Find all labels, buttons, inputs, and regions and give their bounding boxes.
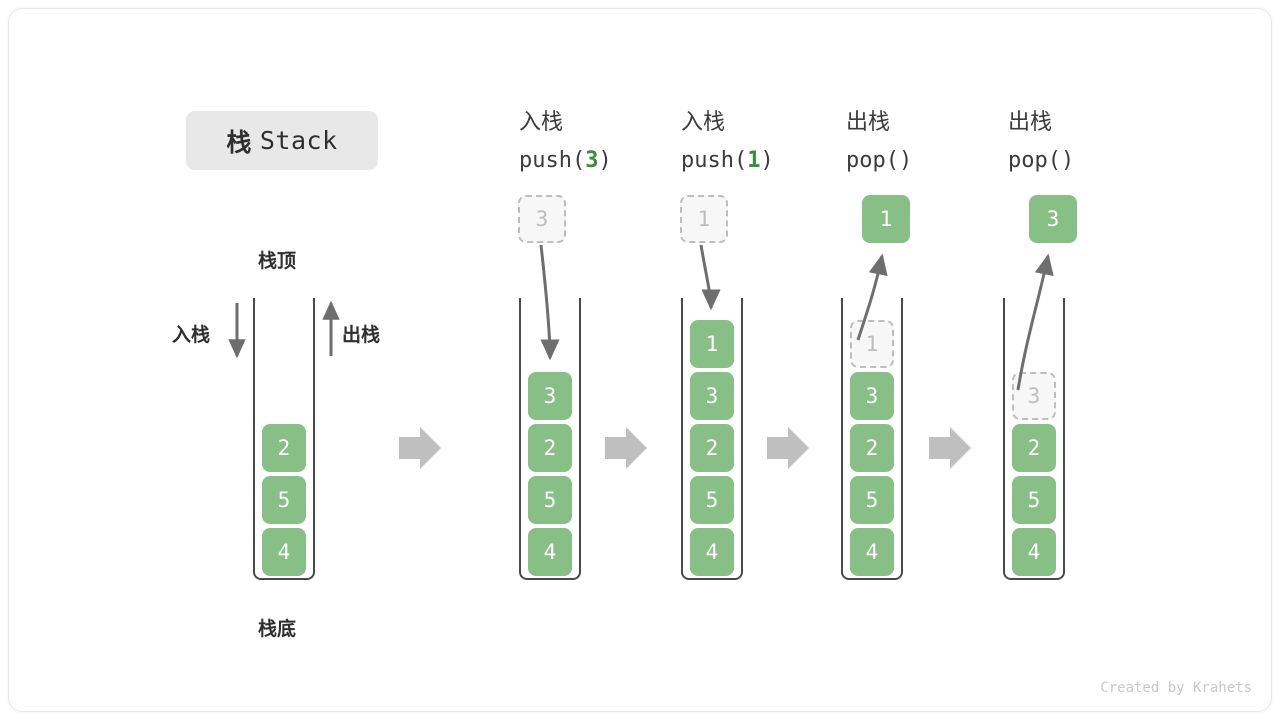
stack-tube-pop-1 [841,298,903,580]
stage-op: push( [519,148,586,173]
stack-cell: 4 [850,528,894,576]
stage-header-push-3: 入栈 push(3) [519,104,612,180]
stack-cell: 2 [850,424,894,472]
stage-arg: 3 [585,148,599,173]
stack-cell: 4 [262,528,306,576]
stage-header-line1: 入栈 [681,110,726,135]
stage-header-line1: 出栈 [846,110,891,135]
stage-close: ) [760,148,774,173]
stack-cell: 4 [1012,528,1056,576]
stage-op: push( [681,148,748,173]
stage-header-line2: pop() [1008,142,1074,180]
stack-cell: 2 [1012,424,1056,472]
stage-arg: 1 [747,148,761,173]
stack-tube-initial [253,298,315,580]
stack-cell: 5 [262,476,306,524]
diagram-title: 栈 Stack [186,111,378,170]
label-stack-top: 栈顶 [258,250,297,272]
stack-cell: 1 [690,320,734,368]
stack-cell: 2 [262,424,306,472]
label-push: 入栈 [172,324,211,346]
stack-cell: 3 [850,372,894,420]
stack-tube-push-1 [681,298,743,580]
stack-cell: 3 [528,372,572,420]
stage-header-pop-1: 出栈 pop() [846,104,912,180]
label-stack-bottom: 栈底 [258,618,297,640]
credit-text: Created by Krahets [1100,680,1252,696]
stage-op: pop( [846,148,899,173]
stack-cell: 5 [1012,476,1056,524]
stage-close: ) [598,148,612,173]
stack-cell: 3 [690,372,734,420]
incoming-ghost-cell: 3 [518,195,566,243]
stack-tube-pop-2 [1003,298,1065,580]
stage-op: pop( [1008,148,1061,173]
stack-cell: 5 [528,476,572,524]
label-pop: 出栈 [342,324,381,346]
stage-header-line2: pop() [846,142,912,180]
stage-close: ) [898,148,913,173]
stack-cell: 2 [528,424,572,472]
stage-header-line2: push(1) [681,142,774,180]
stage-header-line1: 入栈 [519,110,564,135]
popped-cell: 1 [862,195,910,243]
stage-header-line1: 出栈 [1008,110,1053,135]
stage-header-line2: push(3) [519,142,612,180]
stack-tube-push-3 [519,298,581,580]
stack-cell: 4 [690,528,734,576]
stage-close: ) [1060,148,1075,173]
stage-header-push-1: 入栈 push(1) [681,104,774,180]
popped-cell: 3 [1029,195,1077,243]
title-en: Stack [259,126,338,155]
incoming-ghost-cell: 1 [680,195,728,243]
vacated-ghost-cell: 1 [850,320,894,368]
stage-header-pop-2: 出栈 pop() [1008,104,1074,180]
title-cjk: 栈 [226,127,252,157]
stack-cell: 5 [690,476,734,524]
stack-cell: 4 [528,528,572,576]
stack-cell: 5 [850,476,894,524]
vacated-ghost-cell: 3 [1012,372,1056,420]
stack-cell: 2 [690,424,734,472]
